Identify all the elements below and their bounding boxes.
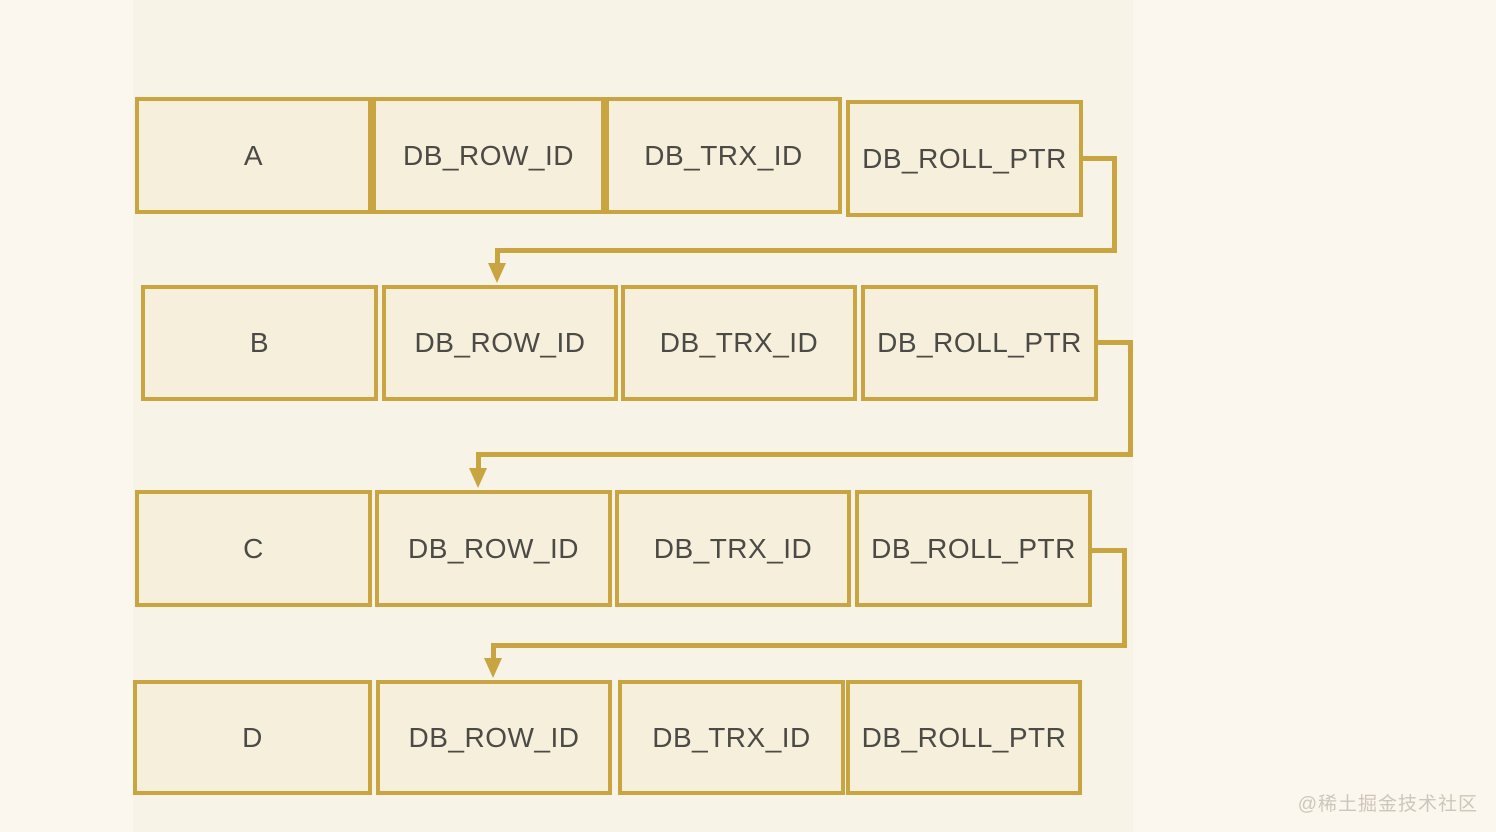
row-b-db-row-id: DB_ROW_ID [382,285,618,401]
arrow-segment [476,452,1133,457]
arrow-down-icon [469,468,487,488]
arrow-segment [1128,340,1133,457]
arrow-segment [1083,156,1117,161]
row-b-db-trx-id: DB_TRX_ID [621,285,857,401]
arrow-segment [495,248,500,264]
row-c-db-row-id: DB_ROW_ID [375,490,612,607]
arrow-down-icon [484,658,502,678]
arrow-segment [491,643,1127,648]
row-b-db-roll-ptr: DB_ROLL_PTR [861,285,1098,401]
arrow-segment [476,452,481,469]
row-c-db-trx-id: DB_TRX_ID [615,490,851,607]
watermark: @稀土掘金技术社区 [1297,794,1478,815]
arrow-segment [1092,548,1127,553]
row-d-key-cell: D [133,680,372,795]
arrow-segment [1112,156,1117,253]
row-a-db-row-id: DB_ROW_ID [372,97,605,214]
row-d-db-trx-id: DB_TRX_ID [618,680,845,795]
row-d-db-row-id: DB_ROW_ID [376,680,612,795]
row-a-key-cell: A [135,97,372,214]
arrow-segment [495,248,1117,253]
row-c-key-cell: C [135,490,372,607]
row-d-db-roll-ptr: DB_ROLL_PTR [846,680,1082,795]
row-c-db-roll-ptr: DB_ROLL_PTR [855,490,1092,607]
row-b-key-cell: B [141,285,378,401]
arrow-segment [1122,548,1127,648]
row-a-db-roll-ptr: DB_ROLL_PTR [846,100,1083,217]
arrow-segment [491,643,496,659]
arrow-down-icon [488,263,506,283]
row-a-db-trx-id: DB_TRX_ID [605,97,842,214]
arrow-segment [1098,340,1133,345]
